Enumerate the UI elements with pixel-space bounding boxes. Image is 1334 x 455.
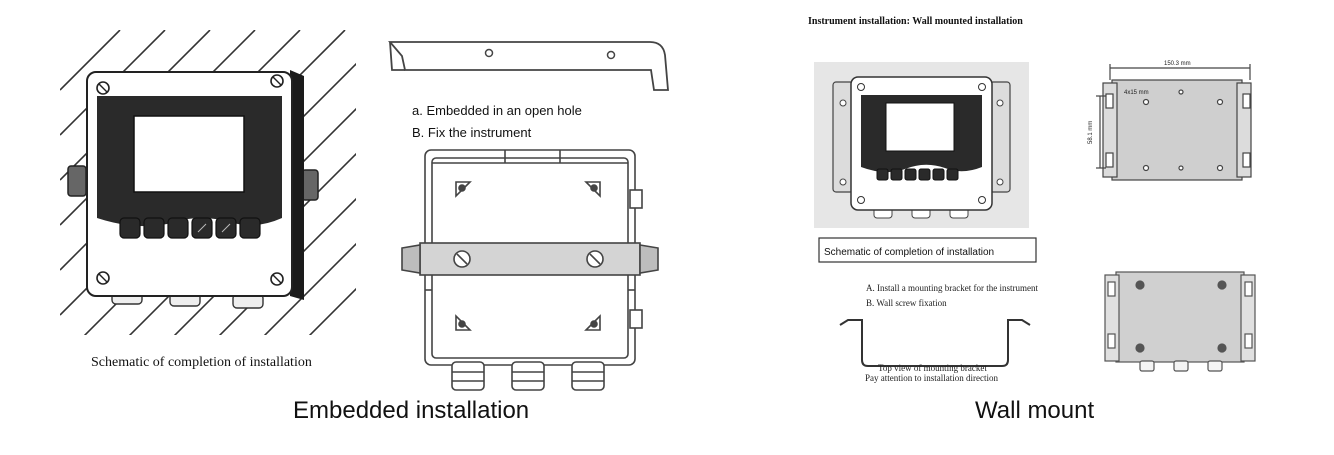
dimension-drawing (1096, 64, 1252, 181)
left-step-b: B. Fix the instrument (412, 125, 532, 140)
dimension-height: 58.1 mm (1088, 121, 1094, 144)
panel-button (143, 217, 165, 239)
left-step-a: a. Embedded in an open hole (412, 103, 582, 118)
dimension-width: 150.3 mm (1164, 61, 1191, 67)
bracket-note-2: Pay attention to installation direction (865, 373, 998, 383)
left-panel-title: Embedded installation (293, 397, 530, 424)
button-row (119, 217, 261, 239)
right-boxed-caption: Schematic of completion of installation (824, 247, 994, 258)
embedded-instrument (67, 70, 319, 309)
mounting-bracket-angled (388, 41, 669, 91)
right-clip (301, 169, 319, 201)
bracket-note-1: Top view of mounting bracket (878, 363, 987, 373)
panel-button (167, 217, 189, 239)
right-panel-title: Wall mount (975, 397, 1095, 424)
wall-mount-photo (814, 62, 1029, 228)
right-header: Instrument installation: Wall mounted in… (808, 16, 1023, 27)
bracket-top-view (839, 319, 1031, 367)
lcd-screen (133, 115, 245, 193)
right-step-b: B. Wall screw fixation (866, 298, 947, 308)
panel-button (239, 217, 261, 239)
right-step-a: A. Install a mounting bracket for the in… (866, 283, 1038, 293)
left-clip (67, 165, 87, 197)
caption-box (818, 237, 1037, 263)
panel-button (119, 217, 141, 239)
bracket-plate-view (1104, 271, 1256, 372)
hole-spec: 4x15 mm (1124, 90, 1149, 96)
left-schematic-caption: Schematic of completion of installation (91, 355, 312, 370)
rear-view-instrument (401, 149, 659, 391)
